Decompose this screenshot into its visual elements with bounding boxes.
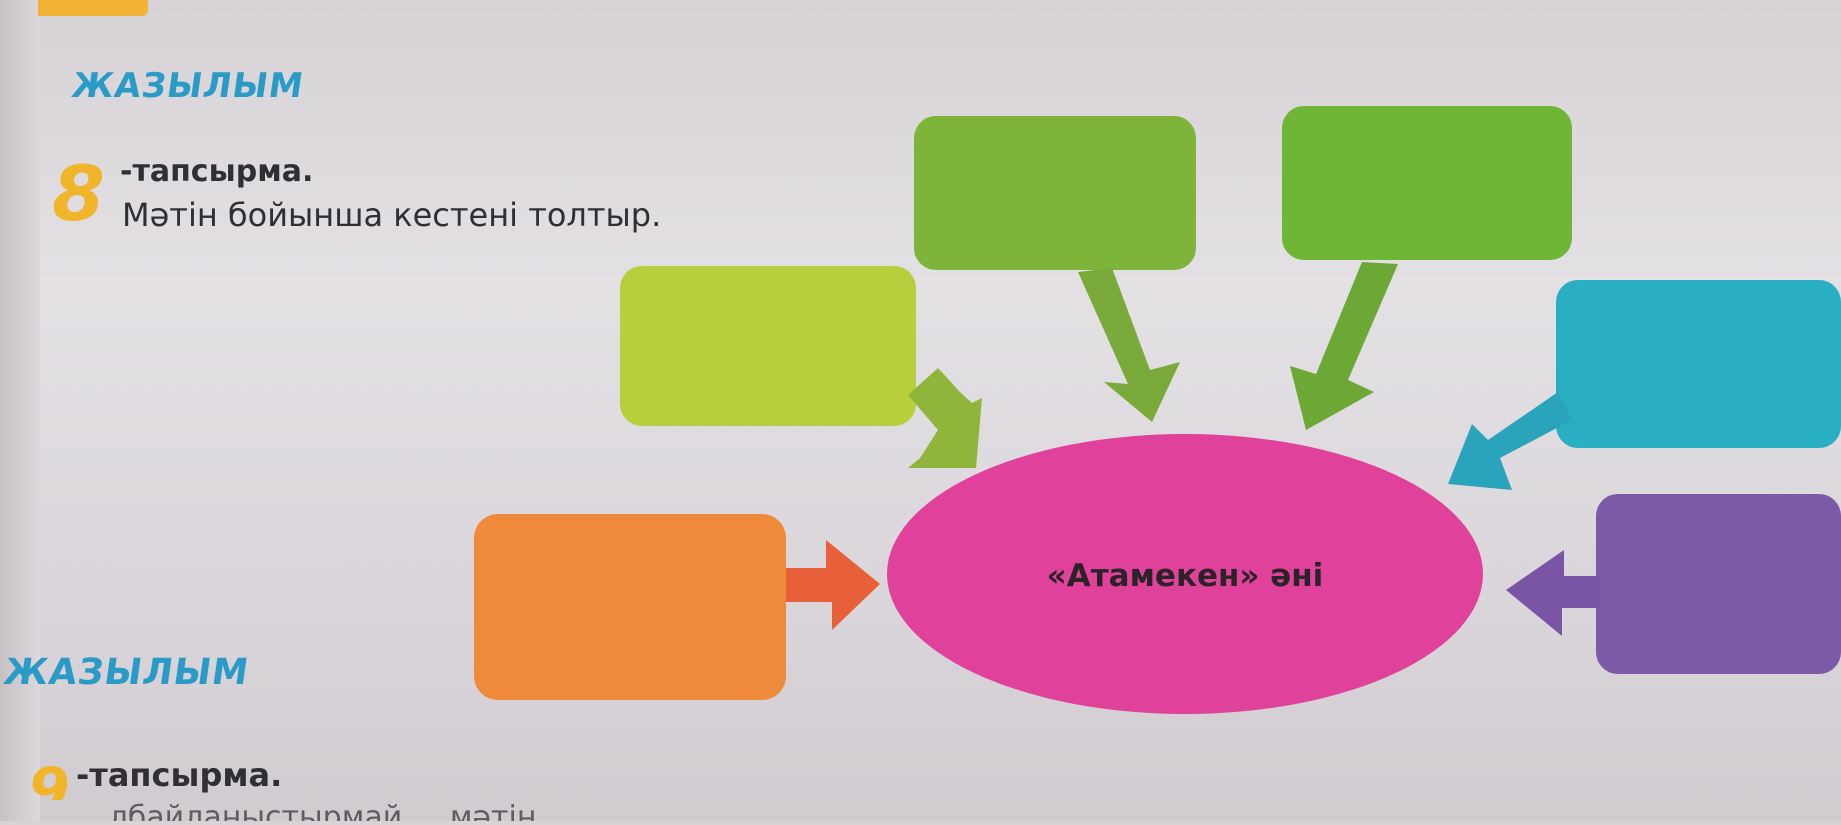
box-teal[interactable] [1556,280,1841,448]
arrow-lime [908,368,982,468]
task-label-2: -тапсырма. [76,756,283,794]
box-lime[interactable] [620,266,916,426]
box-purple[interactable] [1596,494,1841,674]
arrow-green-right [1290,262,1398,430]
task-instruction: Мәтін бойынша кестені толтыр. [122,196,662,234]
page-edge [0,0,40,821]
arrow-green-left [1078,268,1180,422]
box-green-left[interactable] [914,116,1196,270]
arrow-teal [1448,392,1572,490]
arrow-orange [786,540,880,630]
center-label: «Атамекен» әні [1047,558,1324,594]
box-green-right[interactable] [1282,106,1572,260]
task-number-2: 9 [28,755,70,825]
arrow-purple [1506,550,1600,636]
center-ellipse [887,434,1483,714]
task-instruction-2: ...лбайланыстырмай ... мәтін [80,800,537,821]
corner-tab [38,0,148,16]
box-orange[interactable] [474,514,786,700]
task-number: 8 [52,149,105,238]
task-label: -тапсырма. [120,154,314,189]
